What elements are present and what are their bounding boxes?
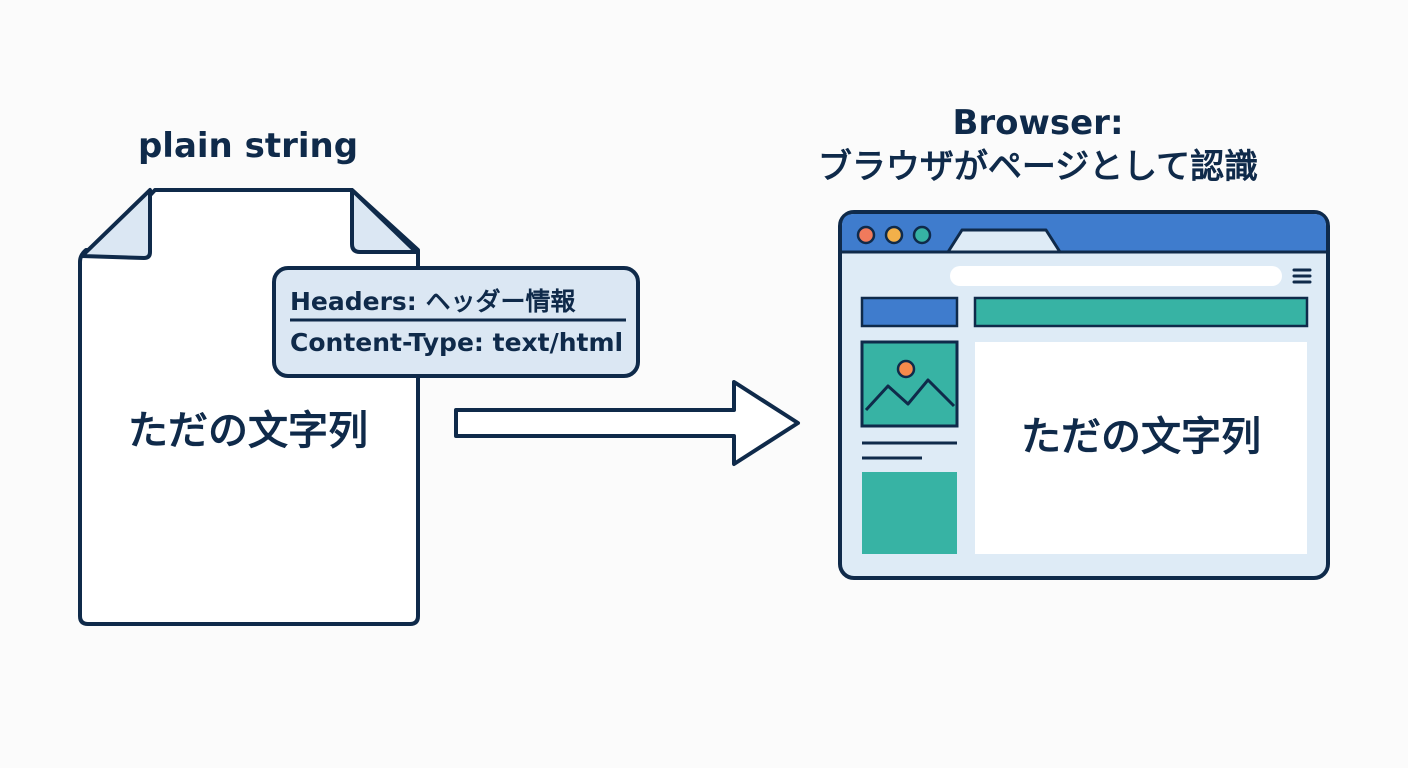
image-placeholder-icon [860,340,959,428]
headers-title: Headers: ヘッダー情報 [290,287,576,316]
right-arrow-icon [454,380,800,466]
document-text: ただの文字列 [128,408,368,454]
content-type-header: Content-Type: text/html [290,328,624,357]
right-caption: Browser: ブラウザがページとして認識 [738,102,1338,189]
window-min-dot-icon [884,225,904,245]
sidebar-block [862,472,957,554]
browser-window-icon [838,210,1330,580]
nav-block [860,296,959,328]
content-area [975,342,1307,554]
content-header-bar [973,296,1309,328]
headers-box [272,266,640,378]
window-close-dot-icon [856,225,876,245]
browser-page-text: ただの文字列 [1021,414,1261,460]
right-caption-line1: Browser: [952,103,1124,143]
right-caption-line2: ブラウザがページとして認識 [817,146,1259,187]
left-caption: plain string [137,126,359,166]
address-bar [950,266,1282,286]
window-max-dot-icon [912,225,932,245]
hamburger-menu-icon [1292,268,1312,284]
